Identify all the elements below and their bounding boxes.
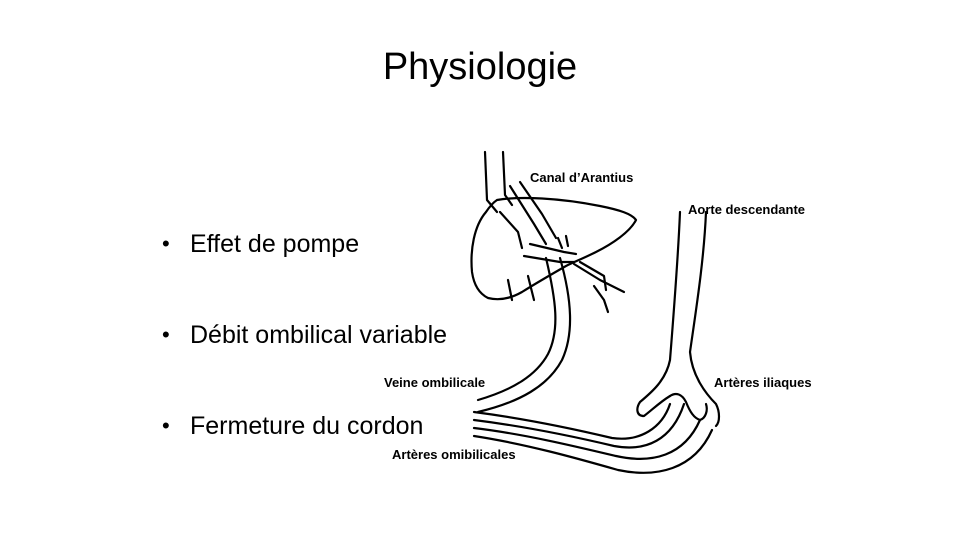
liver-branch-right-1 [572, 262, 626, 294]
bullet-item-fermeture: • Fermeture du cordon [160, 404, 447, 448]
umbilical-artery-line-1 [472, 402, 672, 440]
slide-title: Physiologie [382, 46, 578, 88]
label-arteres-iliaques: Artères iliaques [714, 375, 812, 390]
liver-branch-mid-2 [522, 254, 576, 264]
bullet-list: • Effet de pompe • Débit ombilical varia… [160, 222, 447, 495]
liver-branch-lower-2 [526, 274, 536, 302]
liver-branch-right-2 [578, 260, 608, 292]
bullet-text: Fermeture du cordon [190, 412, 424, 440]
iliac-left-branch [668, 392, 708, 422]
ductus-venosus-line-2 [518, 180, 558, 240]
bullet-item-pompe: • Effet de pompe [160, 222, 447, 266]
label-veine-ombilicale: Veine ombilicale [384, 375, 486, 390]
label-canal-arantius: Canal d’Arantius [530, 170, 634, 185]
liver-branch-lower [506, 278, 514, 302]
bullet-dot-icon: • [162, 231, 170, 256]
vena-cava-right-line [501, 150, 514, 207]
fetal-circulation-diagram [470, 150, 721, 474]
liver-branch-small-2 [564, 234, 570, 248]
umbilical-vein-inner [476, 256, 572, 414]
umbilical-artery-line-2 [472, 402, 686, 449]
bullet-text: Débit ombilical variable [190, 321, 448, 349]
bullet-text: Effet de pompe [190, 230, 360, 258]
bullet-item-debit: • Débit ombilical variable [160, 313, 447, 357]
aorta-left-line [636, 210, 682, 418]
liver-branch-right-3 [592, 284, 610, 314]
ductus-venosus-line [508, 184, 548, 246]
umbilical-artery-line-4 [472, 428, 714, 474]
bullet-dot-icon: • [162, 322, 170, 347]
vena-cava-left-line [483, 150, 499, 214]
umbilical-artery-line-3 [472, 418, 702, 460]
liver-branch-small-1 [556, 236, 564, 250]
aorta-right-line [688, 210, 721, 428]
label-aorte-descendante: Aorte descendante [688, 202, 806, 217]
liver-branch-mid [528, 242, 578, 256]
liver-branch-upper [498, 210, 524, 250]
umbilical-vein-outer [476, 256, 557, 402]
label-arteres-ombilicales: Artères omibilicales [392, 447, 516, 462]
bullet-dot-icon: • [162, 413, 170, 438]
